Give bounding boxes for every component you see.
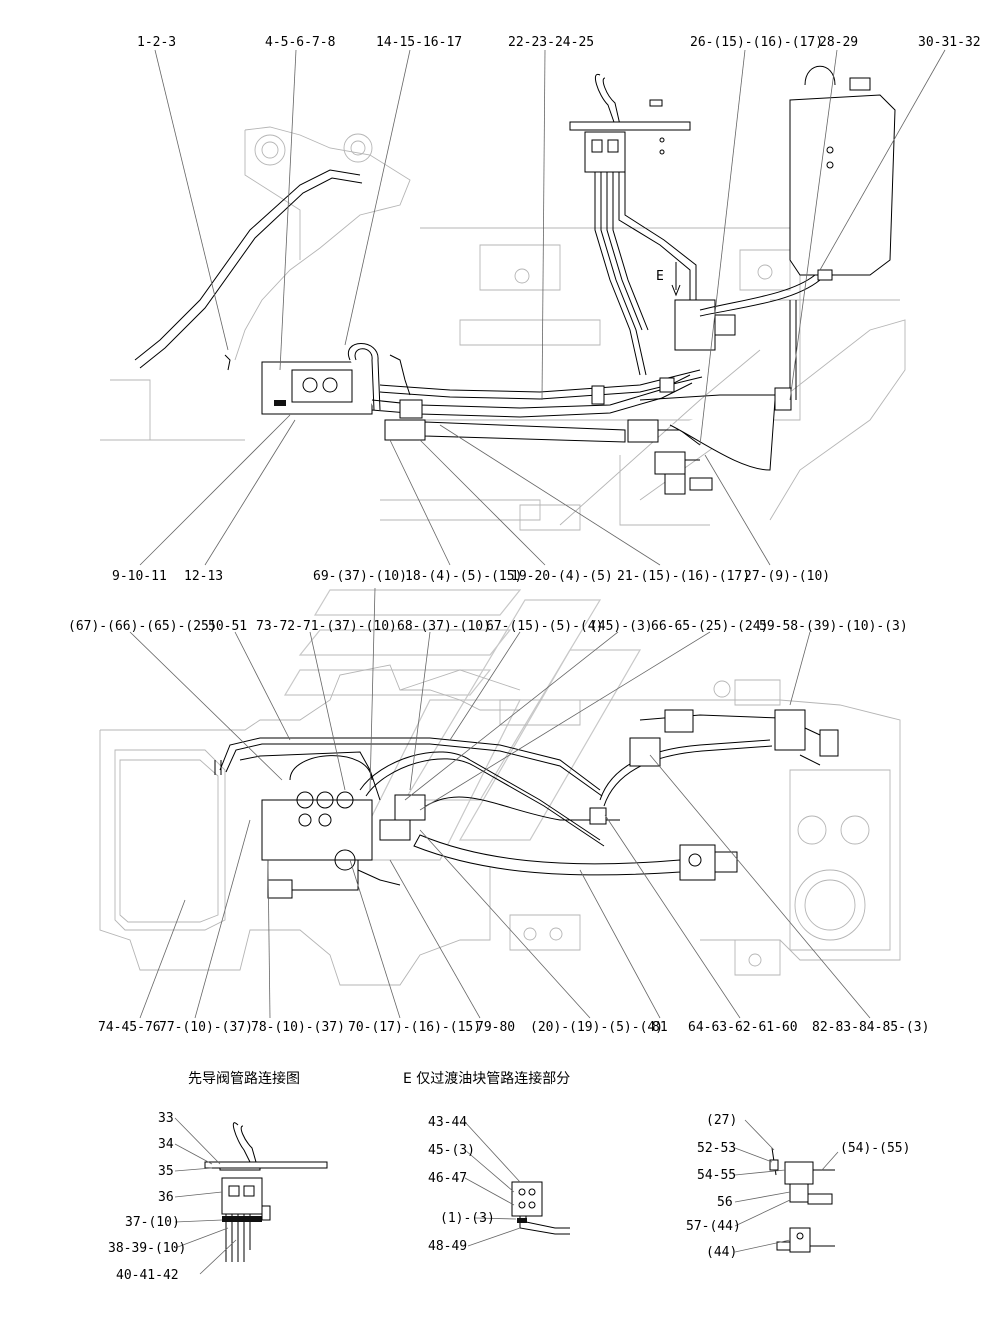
callout-label: 78-(10)-(37) bbox=[251, 1020, 345, 1035]
bottom-frame-outline bbox=[99, 664, 901, 986]
callout-label: 50-51 bbox=[208, 619, 247, 634]
callout-label: 19-20-(4)-(5) bbox=[511, 569, 613, 584]
callout-label: (44) bbox=[706, 1245, 737, 1260]
bottom-components-right bbox=[589, 709, 839, 881]
label-group-detail-pilot: 先导阀管路连接图 33 34 35 36 37-(10) 38-39-(10) … bbox=[108, 1070, 300, 1283]
callout-label: 28-29 bbox=[819, 35, 858, 50]
callout-label: 45-(3) bbox=[428, 1143, 475, 1158]
detail-pilot-drawing bbox=[204, 1122, 328, 1262]
top-pump-unit bbox=[654, 451, 713, 495]
callout-label: 82-83-84-85-(3) bbox=[812, 1020, 929, 1035]
callout-label: 54-55 bbox=[697, 1168, 736, 1183]
top-boom-line bbox=[134, 169, 363, 371]
label-group-detail-e: E 仅过渡油块管路连接部分 43-44 45-(3) 46-47 (1)-(3)… bbox=[403, 1070, 570, 1254]
callout-label: 67-(15)-(5)-(4) bbox=[486, 619, 603, 634]
label-group-detail-right: (27) 52-53 54-55 (54)-(55) 56 57-(44) (4… bbox=[686, 1113, 910, 1260]
top-frame-outline bbox=[100, 126, 906, 531]
top-hydraulic-tank bbox=[789, 65, 896, 276]
callout-label: (45)-(3) bbox=[590, 619, 653, 634]
callout-label: 46-47 bbox=[428, 1171, 467, 1186]
callout-label: 37-(10) bbox=[125, 1215, 180, 1230]
callout-label: (54)-(55) bbox=[840, 1141, 910, 1156]
callout-label: 43-44 bbox=[428, 1115, 467, 1130]
callout-label: 4-5-6-7-8 bbox=[265, 35, 335, 50]
callout-label: 59-58-(39)-(10)-(3) bbox=[759, 619, 908, 634]
callout-label: 77-(10)-(37) bbox=[159, 1020, 253, 1035]
callout-label: 9-10-11 bbox=[112, 569, 167, 584]
callout-label: 22-23-24-25 bbox=[508, 35, 594, 50]
label-group-bottom: 69-(37)-(10) (67)-(66)-(65)-(25) 50-51 7… bbox=[68, 569, 929, 1035]
callout-label: 12-13 bbox=[184, 569, 223, 584]
callout-label: 66-65-(25)-(24) bbox=[651, 619, 768, 634]
top-junction-block bbox=[671, 262, 736, 351]
top-multi-way-valve bbox=[261, 343, 411, 415]
callout-label: 57-(44) bbox=[686, 1219, 741, 1234]
callout-label: (27) bbox=[706, 1113, 737, 1128]
callout-label: 33 bbox=[158, 1111, 174, 1126]
top-pilot-joystick bbox=[569, 73, 691, 173]
detail-title: 先导阀管路连接图 bbox=[188, 1070, 300, 1087]
top-main-hoses bbox=[371, 269, 833, 471]
callout-label: 56 bbox=[717, 1195, 733, 1210]
callout-label: 38-39-(10) bbox=[108, 1241, 186, 1256]
callout-label: 14-15-16-17 bbox=[376, 35, 462, 50]
top-pilot-hoses bbox=[594, 172, 697, 376]
callout-label: 81 bbox=[652, 1020, 668, 1035]
callout-label: 68-(37)-(10) bbox=[397, 619, 491, 634]
callout-label: 74-45-76 bbox=[98, 1020, 161, 1035]
callout-label: 26-(15)-(16)-(17) bbox=[690, 35, 823, 50]
detail-right-drawing bbox=[769, 1147, 835, 1253]
callout-label: 48-49 bbox=[428, 1239, 467, 1254]
callout-label: 70-(17)-(16)-(15) bbox=[348, 1020, 481, 1035]
callout-label: 36 bbox=[158, 1190, 174, 1205]
callout-label: (1)-(3) bbox=[440, 1211, 495, 1226]
view-marker-e: E bbox=[656, 269, 664, 284]
watermark-logo bbox=[283, 589, 642, 861]
callout-label: 64-63-62-61-60 bbox=[688, 1020, 798, 1035]
callout-label: 34 bbox=[158, 1137, 174, 1152]
callout-label: (67)-(66)-(65)-(25) bbox=[68, 619, 217, 634]
callout-label: 35 bbox=[158, 1164, 174, 1179]
callout-label: (20)-(19)-(5)-(4) bbox=[530, 1020, 663, 1035]
callout-label: 40-41-42 bbox=[116, 1268, 179, 1283]
callout-label: 30-31-32 bbox=[918, 35, 981, 50]
callout-label: 1-2-3 bbox=[137, 35, 176, 50]
callout-label: 73-72-71-(37)-(10) bbox=[256, 619, 397, 634]
detail-e-drawing bbox=[511, 1181, 570, 1235]
callout-label: 69-(37)-(10) bbox=[313, 569, 407, 584]
bottom-multi-way-valve bbox=[261, 755, 426, 899]
label-group-top: 1-2-3 4-5-6-7-8 14-15-16-17 22-23-24-25 … bbox=[112, 35, 981, 584]
detail-title: E 仅过渡油块管路连接部分 bbox=[403, 1070, 570, 1087]
callout-label: 79-80 bbox=[476, 1020, 515, 1035]
callout-label: 18-(4)-(5)-(15) bbox=[405, 569, 522, 584]
callout-label: 27-(9)-(10) bbox=[744, 569, 830, 584]
callout-label: 52-53 bbox=[697, 1141, 736, 1156]
callout-label: 21-(15)-(16)-(17) bbox=[617, 569, 750, 584]
